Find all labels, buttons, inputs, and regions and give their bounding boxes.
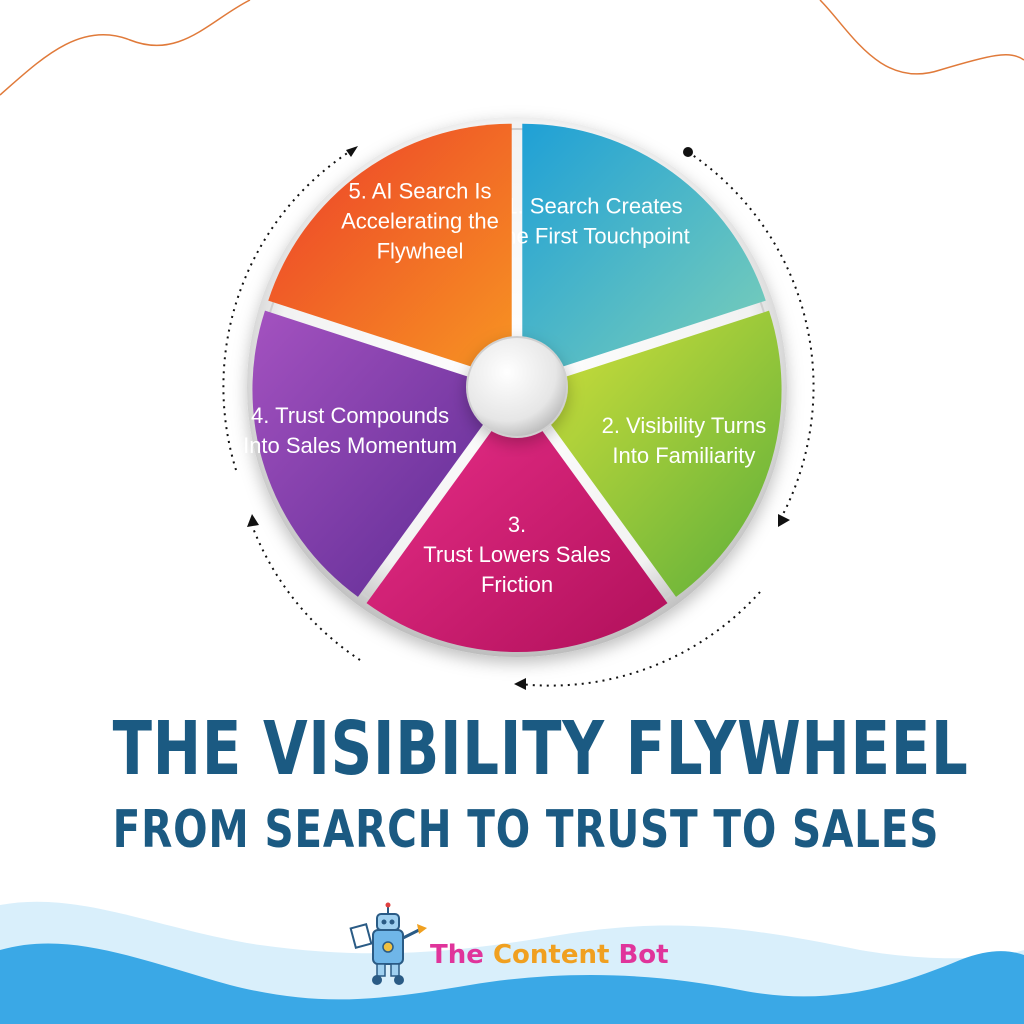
page-title: THE VISIBILITY FLYWHEEL <box>112 706 969 792</box>
wheel-hub <box>466 336 568 438</box>
flywheel-segments: 1. Search Creates the First Touchpoint 2. … <box>243 123 782 652</box>
segment-2-label-line-1: 2. Visibility Turns <box>602 413 767 438</box>
segment-3-label-line-1: 3. <box>508 512 526 537</box>
flywheel-segment-4 <box>252 310 509 597</box>
segment-1-label-line-1: 1. Search Creates <box>505 194 682 219</box>
flywheel-segment-1 <box>522 123 766 380</box>
segment-5-label-line-2: Accelerating the <box>341 209 499 234</box>
segment-2-label-line-2: Into Familiarity <box>612 443 755 468</box>
flywheel-segment-5 <box>268 123 512 380</box>
arrow-head-bottom <box>514 678 526 690</box>
segment-1-label: 1. Search Creates the First Touchpoint <box>498 194 690 249</box>
arrow-head-left <box>247 514 259 527</box>
brand-word-3: Bot <box>618 940 669 970</box>
segment-4-label-line-1: 4. Trust Compounds <box>251 403 449 428</box>
arrow-head-right <box>778 514 790 527</box>
robot-mascot-icon <box>349 902 427 985</box>
decor-line-left <box>0 0 251 96</box>
brand-name: The Content Bot <box>430 940 669 970</box>
cycle-arrow-start-dot <box>683 147 693 157</box>
segment-3-label-line-3: Friction <box>481 572 553 597</box>
brand-word-2: Content <box>492 940 610 970</box>
segment-5-label-line-1: 5. AI Search Is <box>348 179 491 204</box>
decor-line-right <box>819 0 1024 75</box>
flywheel-segment-3 <box>366 396 668 652</box>
flywheel-segment-2 <box>525 310 782 597</box>
segment-5-label-line-3: Flywheel <box>377 239 464 264</box>
page-subtitle: FROM SEARCH TO TRUST TO SALES <box>112 800 940 860</box>
arrow-head-top-left <box>346 146 358 157</box>
cycle-arrow-top-left <box>222 149 353 471</box>
segment-1-label-line-2: the First Touchpoint <box>498 224 690 249</box>
segment-3-label-line-2: Trust Lowers Sales <box>423 542 610 567</box>
wave-dark <box>0 943 1024 1024</box>
segment-4-label-line-2: Into Sales Momentum <box>243 433 457 458</box>
cycle-arrow-bottom <box>519 591 761 687</box>
brand-word-1: The <box>430 940 484 970</box>
